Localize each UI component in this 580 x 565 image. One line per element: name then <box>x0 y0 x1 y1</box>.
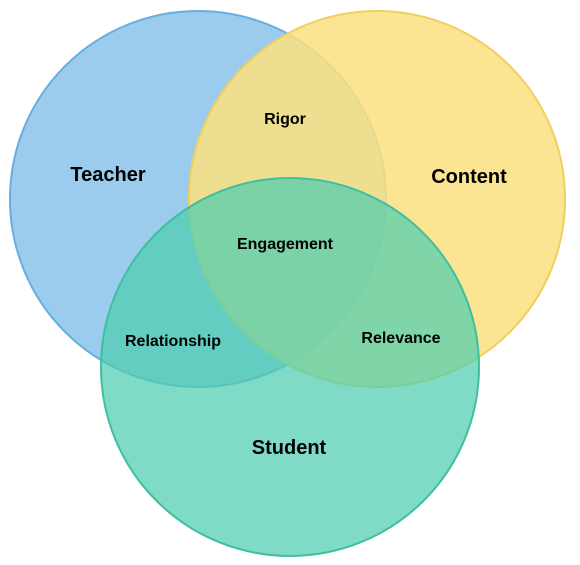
rigor-label: Rigor <box>264 111 306 128</box>
engagement-label: Engagement <box>237 236 334 253</box>
relationship-label: Relationship <box>125 333 221 350</box>
student-circle <box>100 177 480 557</box>
student-label: Student <box>252 437 327 459</box>
teacher-label: Teacher <box>70 164 145 186</box>
content-label: Content <box>431 166 507 188</box>
relevance-label: Relevance <box>361 330 440 347</box>
